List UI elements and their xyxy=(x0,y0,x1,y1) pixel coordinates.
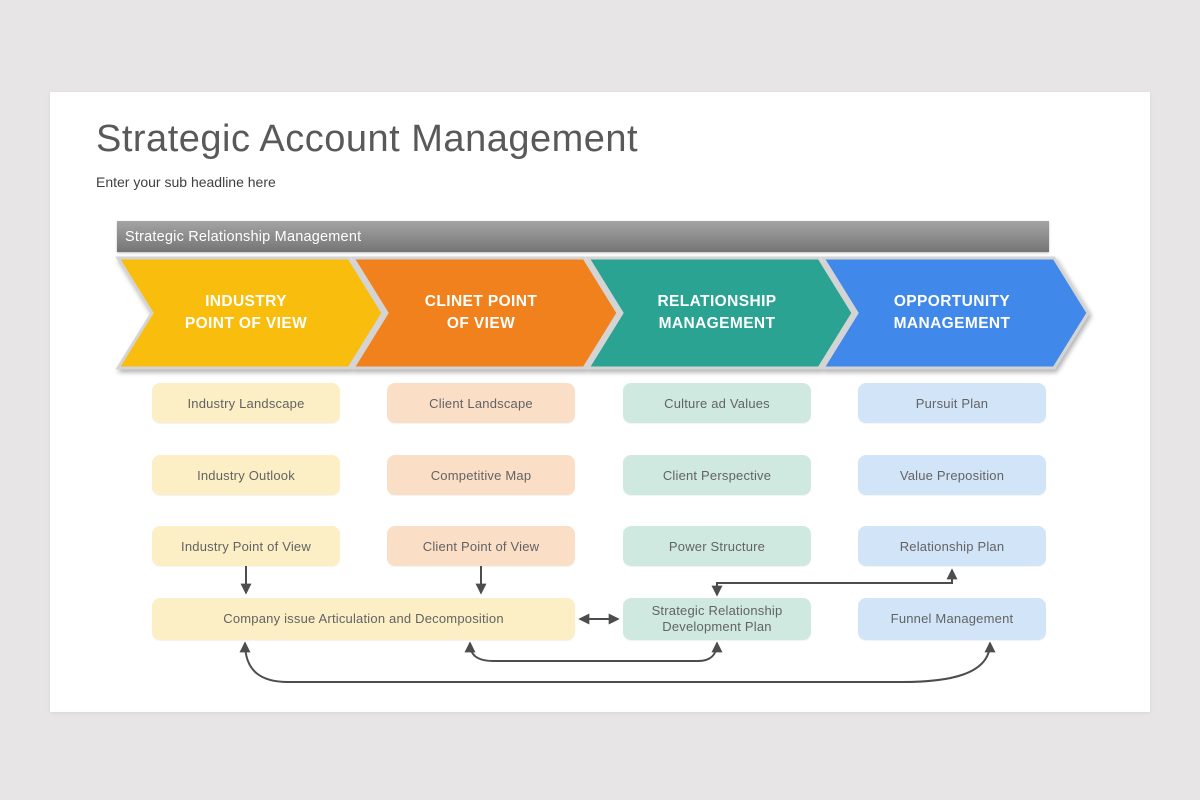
box-industry-point-of-view: Industry Point of View xyxy=(152,526,340,566)
stage-label-line: CLINET POINT xyxy=(424,293,538,310)
box-client-point-of-view: Client Point of View xyxy=(387,526,575,566)
chevron-client-point-of-view xyxy=(350,256,620,370)
box-strategic-relationship-development-plan: Strategic Relationship Development Plan xyxy=(623,598,811,640)
slide-card: Strategic Account Management Enter your … xyxy=(50,92,1150,712)
stage-label-line: INDUSTRY xyxy=(205,293,287,310)
stage-label-line: MANAGEMENT xyxy=(658,315,776,332)
box-culture-ad-values: Culture ad Values xyxy=(623,383,811,423)
box-value-preposition: Value Preposition xyxy=(858,455,1046,495)
page-title: Strategic Account Management xyxy=(96,118,639,160)
box-pursuit-plan: Pursuit Plan xyxy=(858,383,1046,423)
banner-strategic-relationship-management: Strategic Relationship Management xyxy=(117,221,1049,252)
page-subtitle: Enter your sub headline here xyxy=(96,174,276,190)
chevron-industry-point-of-view xyxy=(115,256,385,370)
box-relationship-plan: Relationship Plan xyxy=(858,526,1046,566)
stage-label-opportunity: OPPORTUNITY MANAGEMENT xyxy=(837,291,1067,335)
box-industry-outlook: Industry Outlook xyxy=(152,455,340,495)
banner-label: Strategic Relationship Management xyxy=(125,228,362,245)
box-funnel-management: Funnel Management xyxy=(858,598,1046,640)
box-competitive-map: Competitive Map xyxy=(387,455,575,495)
stage-label-line: OPPORTUNITY xyxy=(893,293,1011,310)
stage-label-relationship: RELATIONSHIP MANAGEMENT xyxy=(602,291,832,335)
box-client-perspective: Client Perspective xyxy=(623,455,811,495)
box-company-issue-articulation: Company issue Articulation and Decomposi… xyxy=(152,598,575,640)
box-power-structure: Power Structure xyxy=(623,526,811,566)
arrow-company-issue-to-funnel-bottom-route xyxy=(239,641,996,683)
stage-label-line: POINT OF VIEW xyxy=(184,315,308,332)
arrow-srdp-to-relationship-plan-elbow xyxy=(711,568,958,597)
stage-label-client: CLINET POINT OF VIEW xyxy=(366,291,596,335)
chevron-relationship-management xyxy=(585,256,855,370)
chevron-opportunity-management xyxy=(820,256,1090,370)
box-client-landscape: Client Landscape xyxy=(387,383,575,423)
arrow-company-issue-to-srdp-bottom-route xyxy=(464,641,723,662)
chevron-band xyxy=(115,256,1090,370)
stage-label-line: OF VIEW xyxy=(446,315,516,332)
stage-label-industry: INDUSTRY POINT OF VIEW xyxy=(131,291,361,335)
stage-label-line: MANAGEMENT xyxy=(893,315,1011,332)
stage-label-line: RELATIONSHIP xyxy=(657,293,777,310)
box-industry-landscape: Industry Landscape xyxy=(152,383,340,423)
